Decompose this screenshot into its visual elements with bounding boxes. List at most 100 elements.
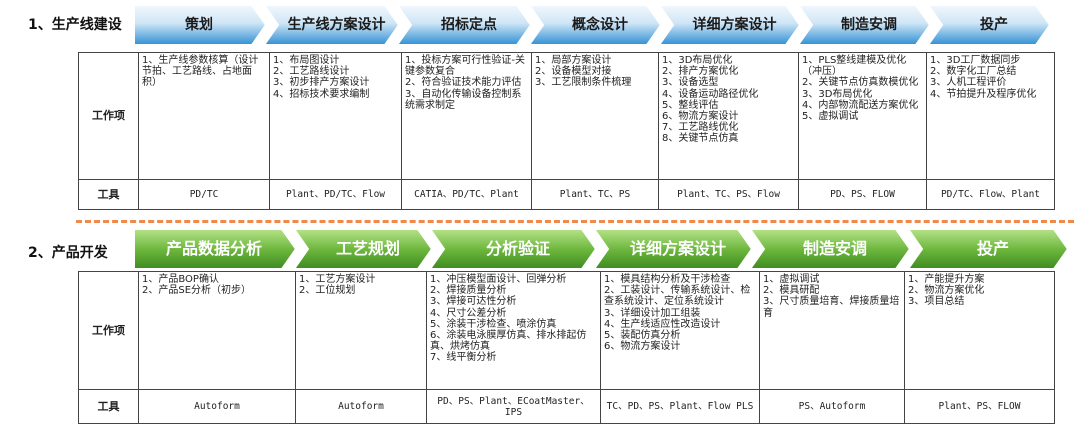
work-item: 4、内部物流配送方案优化 <box>802 99 919 111</box>
work-item: 2、物流方案优化 <box>908 285 985 297</box>
work-item: 7、工艺路线优化 <box>662 122 739 134</box>
work-item: 1、模具结构分析及干涉检查 <box>604 274 731 285</box>
work-item: 2、符合验证技术能力评估 <box>405 77 522 89</box>
tools-cell: Plant、PD/TC、Flow <box>269 179 402 210</box>
work-item: 1、虚拟调试 <box>763 274 820 285</box>
tools-cell: Autoform <box>295 389 427 424</box>
work-item: 1、3D布局优化 <box>662 55 733 66</box>
work-item: 4、尺寸公差分析 <box>430 307 507 319</box>
section-divider <box>76 220 1074 223</box>
stage-name: 投产 <box>976 238 1009 258</box>
work-item: 6、物流方案设计 <box>604 341 681 353</box>
work-item: 3、设备选型 <box>662 77 719 89</box>
work-item: 3、3D布局优化 <box>802 88 873 100</box>
stage-name: 策划 <box>185 16 213 33</box>
work-item: 3、详细设计加工组装 <box>604 307 701 319</box>
work-item: 4、生产线适应性改造设计 <box>604 318 721 330</box>
work-item: 1、局部方案设计 <box>535 55 612 66</box>
stage-chevron <box>133 228 298 270</box>
section-2-title: 2、产品开发 <box>28 245 108 261</box>
stage-chevron <box>527 4 663 46</box>
work-item: 6、涂装电泳膜厚仿真、排水排起仿真、烘烤仿真 <box>430 330 587 353</box>
work-item: 1、3D工厂数据同步 <box>930 55 1021 66</box>
work-items-label: 工作项 <box>78 271 139 390</box>
work-item: 3、工艺限制条件梳理 <box>535 77 632 89</box>
work-item: 1、产品BOP确认 <box>142 274 219 285</box>
work-item: 3、人机工程评价 <box>930 77 1007 89</box>
tools-cell: Plant、TC、PS、Flow <box>658 179 799 210</box>
work-item: 2、数字化工厂总结 <box>930 66 1017 78</box>
stage-name: 制造安调 <box>802 238 867 258</box>
tools-cell: Autoform <box>138 389 296 424</box>
stage-name: 投产 <box>980 16 1008 33</box>
work-item: 1、工艺方案设计 <box>299 274 376 285</box>
work-item: 1、布局图设计 <box>273 55 340 66</box>
stage-name: 生产线方案设计 <box>287 16 386 33</box>
work-item: 8、关键节点仿真 <box>662 133 739 145</box>
work-items-label: 工作项 <box>78 52 139 180</box>
work-item: 2、焊接质量分析 <box>430 285 507 297</box>
work-item: 5、涂装干涉检查、喷涂仿真 <box>430 318 557 330</box>
stage-name: 详细方案设计 <box>629 238 726 258</box>
work-item: 5、装配仿真分析 <box>604 330 681 342</box>
work-item: 3、自动化传输设备控制系统需求制定 <box>405 88 522 111</box>
stage-chevron <box>133 4 268 46</box>
work-item: 3、尺寸质量培育、焊接质量培育 <box>763 296 900 319</box>
work-item: 1、产能提升方案 <box>908 274 985 285</box>
stage-chevron <box>748 228 912 270</box>
work-item: 2、模具研配 <box>763 285 820 297</box>
work-item: 3、焊接可达性分析 <box>430 296 517 308</box>
work-item: 7、线平衡分析 <box>430 352 497 364</box>
work-item: 2、排产方案优化 <box>662 66 739 78</box>
work-item: 2、设备模型对接 <box>535 66 612 78</box>
work-item: 1、冲压模型面设计、回弹分析 <box>430 274 567 285</box>
stage-chevron <box>592 228 754 270</box>
work-item: 3、初步排产方案设计 <box>273 77 370 89</box>
work-item: 1、投标方案可行性验证-关键参数复合 <box>405 55 525 78</box>
work-item: 2、产品SE分析（初步） <box>142 285 252 297</box>
tools-cell: PD、PS、Plant、ECoatMaster、IPS <box>426 389 601 424</box>
stage-chevron <box>262 4 401 46</box>
stage-name: 分析验证 <box>485 238 550 258</box>
stage-name: 详细方案设计 <box>692 16 777 33</box>
stage-name: 招标定点 <box>441 16 497 33</box>
tools-cell: Plant、TC、PS <box>531 179 659 210</box>
stage-cell: 1、生产线参数核算（设计节拍、工艺路线、占地面积） <box>138 52 270 180</box>
tools-cell: TC、PD、PS、Plant、Flow PLS <box>600 389 760 424</box>
work-item: 2、工位规划 <box>299 285 356 297</box>
section-1-tools-row: 工具 PD/TC Plant、PD/TC、Flow CATIA、PD/TC、Pl… <box>78 179 1055 210</box>
work-item: 1、PLS整线建模及优化（冲压） <box>802 55 907 78</box>
stage-chevron <box>926 4 1052 46</box>
work-item: 3、项目总结 <box>908 296 965 308</box>
stage-chevron <box>292 228 434 270</box>
stage-chevron <box>906 228 1070 270</box>
stage-name: 工艺规划 <box>335 238 400 258</box>
tools-cell: PD/TC <box>138 179 270 210</box>
work-item: 2、工装设计、传输系统设计、检查系统设计、定位系统设计 <box>604 285 751 308</box>
work-item: 1、生产线参数核算（设计节拍、工艺路线、占地面积） <box>142 55 259 89</box>
tools-cell: PD、PS、FLOW <box>798 179 927 210</box>
tools-cell: PD/TC、Flow、Plant <box>926 179 1055 210</box>
stage-chevron <box>428 228 598 270</box>
tools-cell: Plant、PS、FLOW <box>904 389 1055 424</box>
stage-name: 产品数据分析 <box>165 238 262 258</box>
section-1-title: 1、生产线建设 <box>28 17 122 33</box>
stage-name: 制造安调 <box>841 16 897 33</box>
work-item: 2、关键节点仿真数模优化 <box>802 77 919 89</box>
stage-chevron <box>657 4 802 46</box>
work-item: 2、工艺路线设计 <box>273 66 350 78</box>
